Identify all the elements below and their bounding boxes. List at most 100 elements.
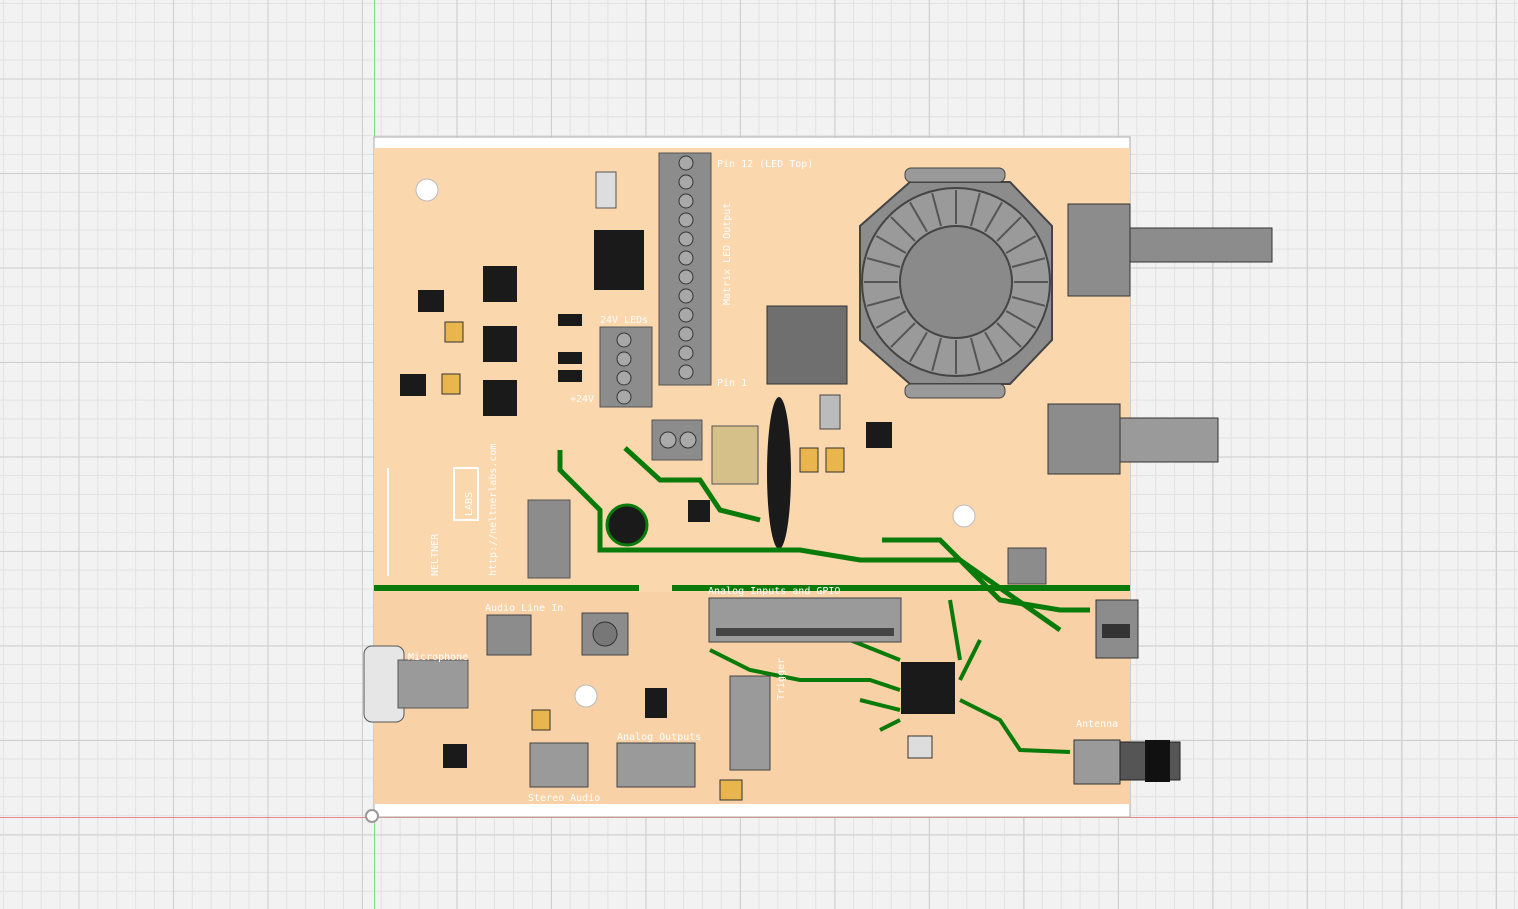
jst-connector[interactable] xyxy=(527,499,571,579)
silk-brand-labs: LABS xyxy=(464,492,475,516)
potentiometer-shaft[interactable] xyxy=(1129,227,1273,263)
terminal-screw xyxy=(616,351,632,367)
connector-pin xyxy=(678,250,694,266)
qfp-ic[interactable] xyxy=(594,230,644,290)
toroid-winding xyxy=(970,337,981,372)
connector-pin xyxy=(678,364,694,380)
diode[interactable] xyxy=(558,314,582,326)
toroid-winding xyxy=(931,337,942,372)
toroid-winding xyxy=(909,201,928,233)
silk-24v-leds: 24V LEDs xyxy=(600,315,648,326)
ic-small[interactable] xyxy=(400,374,426,396)
copper-trace xyxy=(623,446,761,523)
silk-plus24v: +24V xyxy=(570,394,594,405)
mosfet[interactable] xyxy=(688,500,710,522)
ic-small[interactable] xyxy=(866,422,892,448)
toroid-winding xyxy=(970,192,981,227)
toroid-winding xyxy=(1005,310,1037,329)
copper-divider-right xyxy=(672,585,1130,591)
capacitor[interactable] xyxy=(825,447,845,473)
silk-pin1: Pin 1 xyxy=(717,378,747,389)
copper-trace xyxy=(959,698,1071,754)
copper-divider-left xyxy=(374,585,639,591)
ic-small[interactable] xyxy=(443,744,467,768)
copper-trace xyxy=(849,599,982,732)
trigger-header[interactable] xyxy=(729,675,771,771)
toroid-winding xyxy=(1005,235,1037,254)
mounting-hole xyxy=(952,504,976,528)
silk-analog-outputs: Analog Outputs xyxy=(617,732,701,743)
toroid-winding xyxy=(866,257,901,268)
toroid-winding xyxy=(909,331,928,363)
terminal-screw xyxy=(616,389,632,405)
toroid-winding xyxy=(984,331,1003,363)
capacitor[interactable] xyxy=(444,321,464,343)
stereo-audio-connector[interactable] xyxy=(529,742,589,788)
logo-labs-box xyxy=(453,467,479,521)
potentiometer-body[interactable] xyxy=(1067,203,1131,297)
switch-shaft[interactable] xyxy=(1119,417,1219,463)
silk-brand-neltner: NELTNER xyxy=(430,533,441,576)
silk-pin12: Pin 12 (LED Top) xyxy=(717,159,813,170)
ic-small[interactable] xyxy=(418,290,444,312)
connector-pin xyxy=(678,307,694,323)
toroid-winding xyxy=(1011,296,1046,307)
crystal[interactable] xyxy=(907,735,933,759)
connector-pin xyxy=(678,326,694,342)
toroid-winding xyxy=(984,201,1003,233)
connector-pin xyxy=(678,193,694,209)
toroid-winding xyxy=(1011,257,1046,268)
copper-trace xyxy=(557,450,1062,633)
coil-inductor[interactable] xyxy=(767,397,791,549)
regulator[interactable] xyxy=(483,266,517,302)
connector-pin xyxy=(678,155,694,171)
diode[interactable] xyxy=(558,352,582,364)
connector-pin xyxy=(678,174,694,190)
terminal-screw xyxy=(616,370,632,386)
mcu[interactable] xyxy=(901,662,955,714)
silk-url: http://neltnerlabs.com xyxy=(488,444,499,576)
silk-matrix-led-output: Matrix LED Output xyxy=(722,203,733,305)
capacitor[interactable] xyxy=(799,447,819,473)
toroid-winding xyxy=(931,192,942,227)
toroid-winding xyxy=(866,296,901,307)
toroid-winding xyxy=(890,322,916,348)
mounting-hole xyxy=(415,178,439,202)
toroid-winding xyxy=(996,216,1022,242)
capacitor[interactable] xyxy=(719,779,743,801)
mounting-hole xyxy=(574,684,598,708)
silk-antenna: Antenna xyxy=(1076,719,1118,730)
terminal-screw xyxy=(616,332,632,348)
capacitor[interactable] xyxy=(531,709,551,731)
silk-analog-inputs: Analog Inputs and GPIO xyxy=(708,586,840,597)
silk-microphone: Microphone xyxy=(408,652,468,663)
origin-marker xyxy=(365,809,379,823)
switch-body[interactable] xyxy=(1047,403,1121,475)
antenna-connector[interactable] xyxy=(1073,739,1121,785)
toroid-winding xyxy=(890,216,916,242)
crystal[interactable] xyxy=(595,171,617,209)
analog-outputs-connector[interactable] xyxy=(616,742,696,788)
silk-stereo-audio: Stereo Audio xyxy=(528,793,600,804)
toroid-winding xyxy=(875,310,907,329)
capacitor[interactable] xyxy=(441,373,461,395)
copper-trace xyxy=(709,648,901,692)
component[interactable] xyxy=(819,394,841,430)
bulk-capacitor[interactable] xyxy=(711,425,759,485)
ic-small[interactable] xyxy=(645,688,667,718)
connector-pin xyxy=(678,231,694,247)
toroid-winding xyxy=(875,235,907,254)
silk-audio-line-in: Audio Line In xyxy=(485,603,563,614)
led-cluster[interactable] xyxy=(1007,547,1047,585)
audio-line-in-jack[interactable] xyxy=(486,614,532,656)
copper-trace xyxy=(882,537,1090,613)
regulator[interactable] xyxy=(483,380,517,416)
connector-pin xyxy=(678,345,694,361)
relay[interactable] xyxy=(766,305,848,385)
connector-pin xyxy=(678,269,694,285)
diode[interactable] xyxy=(558,370,582,382)
regulator[interactable] xyxy=(483,326,517,362)
inductor[interactable] xyxy=(605,503,649,547)
connector-pin xyxy=(678,212,694,228)
